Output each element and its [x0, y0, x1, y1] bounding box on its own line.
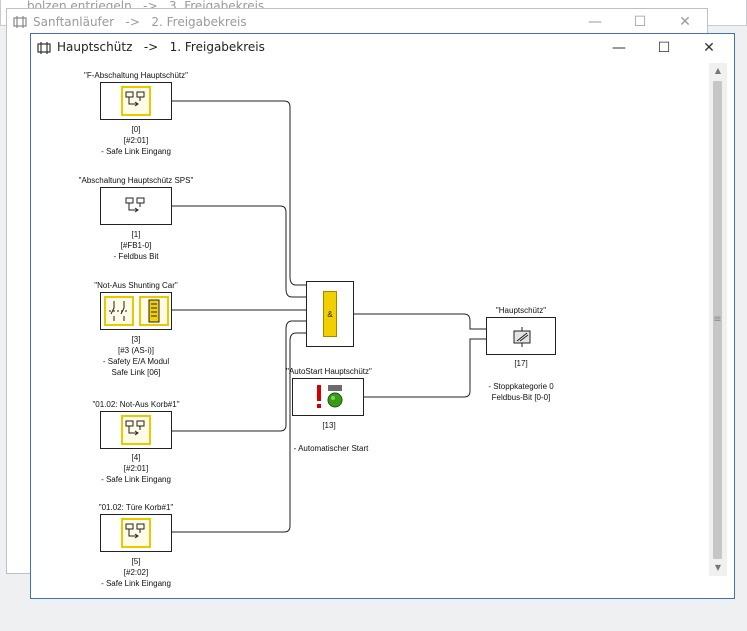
output-id: [17] [514, 359, 528, 368]
io-module-icon-frame [139, 296, 169, 326]
connection-lines [172, 100, 486, 533]
autostart-description: - Automatischer Start [293, 444, 369, 453]
block-0-id: [0] [131, 125, 141, 134]
block-3-description: - Safety E/A Modul [102, 357, 170, 366]
diagram-canvas[interactable]: "F-Abschaltung Hauptschütz" [0] [#2:01] … [36, 63, 709, 593]
and-gate-label: & [327, 309, 333, 319]
contactor-icon [513, 327, 531, 347]
maximize-button[interactable]: ☐ [633, 14, 647, 30]
safe-link-icon-frame [121, 86, 151, 116]
circuit-icon [13, 16, 27, 28]
output-name: "Hauptschütz" [495, 306, 547, 315]
window-title: Sanftanläufer -> 2. Freigabekreis [33, 15, 247, 29]
title-bar[interactable]: Hauptschütz -> 1. Freigabekreis — ☐ ✕ [31, 34, 734, 62]
block-1-address: [#FB1-0] [120, 241, 152, 250]
safe-link-icon-frame [121, 415, 151, 445]
block-0-safe-link-input[interactable] [100, 82, 172, 120]
and-gate-symbol: & [323, 291, 337, 337]
vertical-scrollbar[interactable]: ▲ ≡ ▼ [709, 63, 727, 576]
scrollbar-thumb[interactable] [713, 81, 722, 559]
safe-link-icon [125, 420, 145, 436]
output-description: - Stoppkategorie 0 [488, 382, 554, 391]
block-4-id: [4] [131, 453, 141, 462]
output-description-2: Feldbus-Bit [0-0] [491, 393, 551, 402]
emergency-stop-contacts-icon [109, 301, 128, 321]
block-5-address: [#2:02] [123, 568, 149, 577]
safe-link-icon-frame [121, 518, 151, 548]
block-0-name: "F-Abschaltung Hauptschütz" [84, 71, 188, 80]
start-button-icon [327, 385, 343, 408]
scrollbar-grip-icon: ≡ [713, 314, 722, 325]
circuit-icon [37, 42, 51, 54]
minimize-button[interactable]: — [612, 40, 626, 56]
block-5-description: - Safe Link Eingang [101, 579, 171, 588]
block-5-safe-link-input[interactable] [100, 514, 172, 552]
block-0-address: [#2:01] [123, 136, 149, 145]
autostart-id: [13] [322, 421, 336, 430]
block-3-id: [3] [131, 335, 141, 344]
and-gate-block[interactable]: & [306, 281, 354, 347]
block-1-name: "Abschaltung Hauptschütz SPS" [78, 176, 194, 185]
autostart-name: "AutoStart Hauptschütz" [286, 367, 372, 376]
scroll-up-arrow[interactable]: ▲ [714, 66, 722, 75]
block-1-description: - Feldbus Bit [113, 252, 159, 261]
block-5-name: "01.02: Türe Korb#1" [98, 503, 174, 512]
output-contactor-block[interactable] [486, 317, 556, 355]
block-1-id: [1] [131, 230, 141, 239]
minimize-button[interactable]: — [588, 14, 602, 30]
block-0-description: - Safe Link Eingang [101, 147, 171, 156]
close-button[interactable]: ✕ [679, 14, 691, 30]
scroll-down-arrow[interactable]: ▼ [714, 563, 722, 572]
block-3-description-2: Safe Link [06] [111, 368, 161, 377]
block-4-description: - Safe Link Eingang [101, 475, 171, 484]
emergency-stop-icon-frame [104, 296, 134, 326]
block-5-id: [5] [131, 557, 141, 566]
block-4-address: [#2:01] [123, 464, 149, 473]
block-1-fieldbus-bit[interactable] [100, 187, 172, 225]
warning-exclamation-icon [317, 385, 321, 408]
window-title: Hauptschütz -> 1. Freigabekreis [57, 40, 265, 54]
safe-link-icon [125, 523, 145, 539]
block-3-name: "Not-Aus Shunting Car" [94, 281, 178, 290]
block-3-safety-io-module[interactable] [100, 292, 172, 330]
safe-link-icon [125, 91, 145, 107]
fieldbus-icon [125, 197, 145, 213]
autostart-block[interactable] [292, 378, 364, 416]
block-3-address: [#3 (AS-i)] [117, 346, 155, 355]
close-button[interactable]: ✕ [703, 40, 715, 56]
io-module-icon [148, 299, 160, 323]
block-4-safe-link-input[interactable] [100, 411, 172, 449]
block-4-name: "01.02: Not-Aus Korb#1" [92, 400, 180, 409]
maximize-button[interactable]: ☐ [657, 40, 671, 56]
